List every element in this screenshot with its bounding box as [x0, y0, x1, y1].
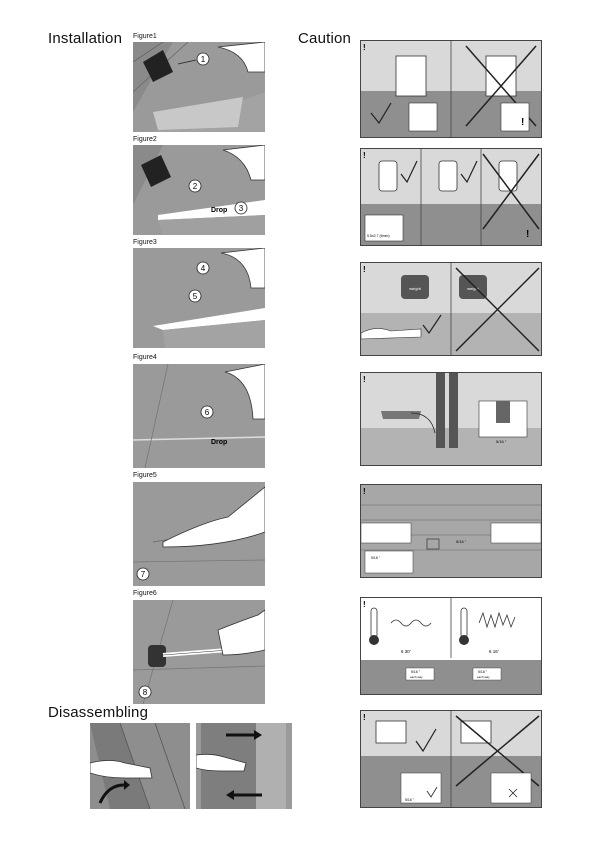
- hand-icon: [220, 248, 265, 289]
- step-8-circle: [138, 685, 152, 699]
- exp-right-sub: each way: [477, 675, 490, 679]
- chair-icon: [485, 55, 517, 97]
- step-6-circle: [200, 405, 214, 419]
- pipe-icon: [449, 373, 458, 448]
- check-icon: [460, 160, 478, 184]
- caution-wet-area-panel: 5/16 " !: [360, 710, 542, 808]
- thermometer-icon: [460, 607, 468, 639]
- weight-icon: [401, 275, 429, 299]
- humidity-wave-icon: [478, 611, 516, 629]
- pipe-icon: [436, 373, 445, 448]
- step-3-number: 3: [239, 204, 244, 213]
- check-icon: [370, 102, 392, 125]
- step-3-circle: [234, 201, 248, 215]
- exp-left-sub: each way: [410, 675, 423, 679]
- caution-mark: !: [363, 151, 366, 160]
- step-2-number: 2: [193, 182, 198, 191]
- hand-icon: [162, 486, 265, 548]
- chair-note: 5.5x2.7 (6mm): [367, 234, 390, 238]
- gap-label: 5/16 ": [456, 539, 467, 544]
- figure4-label: Figure4: [133, 354, 157, 361]
- step-5-number: 5: [193, 292, 198, 301]
- caution-mark: !: [363, 487, 366, 496]
- caution-pipes-panel: 5/16 " !: [360, 372, 542, 466]
- step-5-circle: [188, 289, 202, 303]
- office-chair-icon: [378, 160, 398, 192]
- caution-mark: !: [363, 43, 366, 52]
- caution-weight-panel: weight weight !: [360, 262, 542, 356]
- gap-label: 5/16 ": [405, 798, 415, 802]
- temp-left: 6 30': [401, 649, 411, 654]
- step-8-number: 8: [143, 688, 148, 697]
- sink-icon: [375, 720, 407, 744]
- caution-chair-legs-panel: ! !: [360, 40, 542, 138]
- hand-icon: [224, 364, 265, 420]
- disassembling-heading: Disassembling: [48, 704, 149, 721]
- caution-mark: !: [363, 375, 366, 384]
- drop-text: Drop: [211, 207, 227, 214]
- chair-icon: [395, 55, 427, 97]
- figure1-panel: 1: [133, 42, 265, 132]
- figure5-label: Figure5: [133, 472, 157, 479]
- hand-icon: [217, 609, 265, 656]
- figure2-panel: 2 Drop 3: [133, 145, 265, 235]
- installation-heading: Installation: [48, 30, 123, 47]
- hand-icon: [361, 328, 422, 340]
- step-7-number: 7: [141, 570, 146, 579]
- check-icon: [426, 786, 438, 798]
- hand-icon: [222, 145, 265, 181]
- warning-mark: !: [526, 229, 529, 240]
- arrow-icon: [177, 59, 197, 65]
- thermometer-icon: [370, 607, 378, 639]
- check-icon: [400, 160, 418, 184]
- step-6-number: 6: [205, 408, 210, 417]
- drop-text: Drop: [211, 439, 227, 446]
- step-7-circle: [136, 567, 150, 581]
- step-2-circle: [188, 179, 202, 193]
- figure1-illustration: 1: [133, 42, 265, 132]
- hand-icon: [217, 42, 265, 73]
- step-4-circle: [196, 261, 210, 275]
- disassembling-panel-2: [196, 723, 292, 809]
- office-chair-icon: [438, 160, 458, 192]
- check-icon: [422, 314, 442, 335]
- figure5-panel: 7: [133, 482, 265, 586]
- step-1-circle: [196, 52, 210, 66]
- hand-icon: [196, 753, 247, 772]
- tapping-block-icon: [143, 50, 173, 82]
- caution-mark: !: [363, 600, 366, 609]
- gap-label: 5/16 ": [496, 439, 507, 444]
- weight-label: weight: [409, 286, 421, 291]
- figure6-label: Figure6: [133, 590, 157, 597]
- hand-icon: [90, 760, 153, 779]
- figure4-panel: 6 Drop: [133, 364, 265, 468]
- caution-expansion-gap-panel: 5/16 " 5/16 " !: [360, 484, 542, 578]
- caution-heading: Caution: [298, 30, 352, 47]
- step-1-number: 1: [201, 55, 206, 64]
- lift-arrow-icon: [98, 783, 125, 804]
- figure3-label: Figure3: [133, 239, 157, 246]
- caution-mark: !: [363, 265, 366, 274]
- check-icon: [415, 728, 437, 753]
- gap-label: 5/16 ": [371, 556, 381, 560]
- tapping-block-icon: [141, 155, 171, 187]
- exp-left: 5/16 ": [411, 670, 421, 674]
- weight-label: weight: [467, 286, 479, 291]
- exp-right: 5/16 ": [478, 670, 488, 674]
- caution-temperature-panel: 6 30' 6 16' 5/16 " each way 5/16 " each …: [360, 597, 542, 695]
- figure2-label: Figure2: [133, 136, 157, 143]
- figure6-panel: 8: [133, 600, 265, 704]
- caution-office-chair-panel: 5.5x2.7 (6mm) ! !: [360, 148, 542, 246]
- warning-mark: !: [521, 117, 524, 128]
- rubber-mallet-icon: [148, 645, 166, 667]
- figure3-panel: 4 5: [133, 248, 265, 348]
- disassembling-panel-1: [90, 723, 190, 809]
- step-4-number: 4: [201, 264, 206, 273]
- humidity-wave-icon: [390, 619, 432, 627]
- figure1-label: Figure1: [133, 33, 157, 40]
- caution-mark: !: [363, 713, 366, 722]
- temp-right: 6 16': [489, 649, 499, 654]
